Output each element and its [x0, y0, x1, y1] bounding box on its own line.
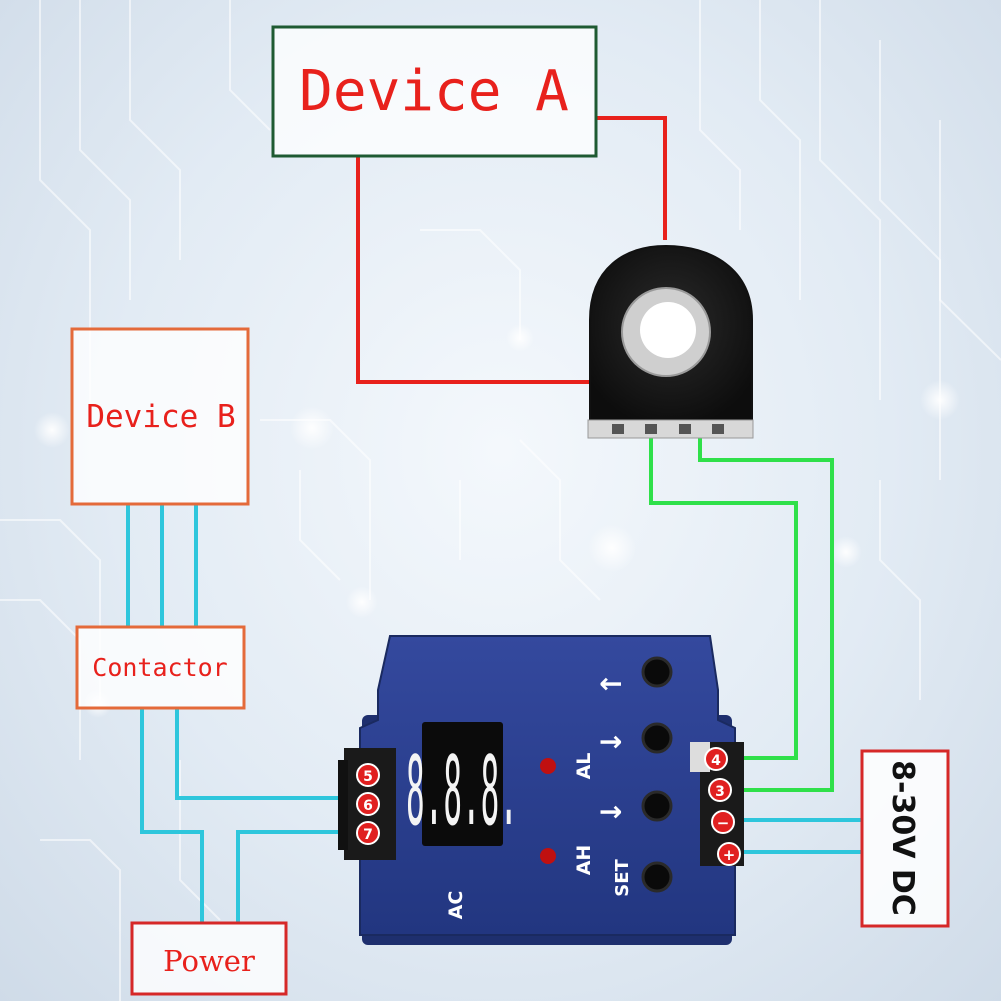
svg-text:−: − — [717, 814, 730, 832]
power-box: Power — [130, 921, 288, 996]
power-label: Power — [163, 944, 255, 978]
al-indicator-led — [540, 758, 556, 774]
contactor-label: Contactor — [92, 653, 227, 682]
dc-supply-label: 8-30V DC — [885, 760, 920, 916]
svg-text:6: 6 — [363, 798, 373, 814]
set-button[interactable] — [641, 861, 673, 893]
ah-label: AH — [573, 845, 595, 876]
ah-indicator-led — [540, 848, 556, 864]
down-button[interactable] — [641, 722, 673, 754]
terminal-6: 6 — [356, 792, 380, 816]
svg-text:3: 3 — [715, 784, 725, 800]
terminal-minus: − — [711, 810, 735, 834]
cyan-wire-contactor-to-terminal-6 — [175, 708, 365, 800]
up-button[interactable] — [641, 656, 673, 688]
button-set-label: SET — [612, 859, 633, 897]
background-glow-dots — [34, 324, 960, 718]
cyan-wire-contactor-to-power — [140, 708, 204, 922]
controller-module: 8.8.8. AL AH AC ↑ ↓ ↓ SET — [338, 635, 744, 945]
svg-text:+: + — [723, 846, 736, 864]
svg-text:4: 4 — [711, 753, 721, 769]
led-display — [422, 722, 503, 846]
al-label: AL — [573, 753, 595, 780]
red-wire-device-a-right — [596, 116, 667, 240]
terminal-5: 5 — [356, 763, 380, 787]
device-a-box: Device A — [271, 25, 598, 158]
contactor-box: Contactor — [75, 625, 246, 710]
device-b-label: Device B — [86, 399, 235, 435]
terminal-7: 7 — [356, 821, 380, 845]
svg-text:7: 7 — [363, 827, 373, 843]
dc-supply-box: 8-30V DC — [860, 749, 950, 928]
button-up-label: ↑ — [595, 672, 628, 695]
button-down-label: ↓ — [595, 730, 628, 753]
green-wires — [649, 432, 834, 792]
left-button[interactable] — [641, 790, 673, 822]
device-a-label: Device A — [299, 59, 569, 124]
terminal-plus: + — [717, 842, 741, 866]
current-transformer — [587, 244, 754, 439]
terminal-4: 4 — [704, 747, 728, 771]
ac-label: AC — [445, 891, 467, 920]
led-display-digits: 8.8.8. — [406, 735, 518, 847]
green-wire-inner — [649, 432, 798, 760]
cyan-wire-terminal-7-to-power — [236, 830, 365, 922]
green-wire-outer — [698, 432, 834, 792]
cyan-wires — [126, 505, 862, 922]
button-left-label: ↓ — [595, 800, 628, 823]
svg-text:5: 5 — [363, 769, 373, 785]
terminal-3: 3 — [708, 778, 732, 802]
device-b-box: Device B — [70, 327, 250, 506]
